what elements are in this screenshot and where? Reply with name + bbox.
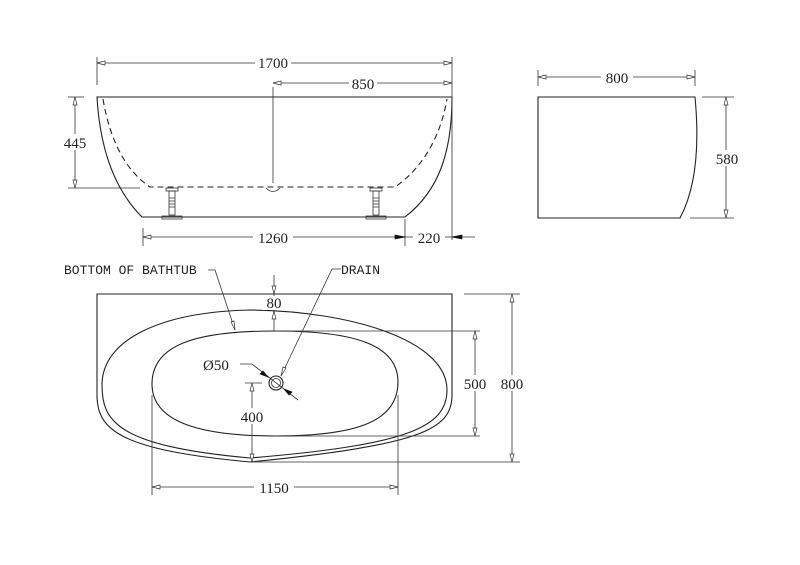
dim-rim-offset: 80 [267, 296, 282, 312]
tub-side-outline [96, 96, 453, 218]
plan-view: Ø50 BOTTOM OF BATHTUB DRAIN 80 500 800 4… [64, 263, 527, 497]
adjustable-foot-right [365, 187, 387, 220]
dim-height: 580 [716, 152, 739, 168]
drain-icon [268, 375, 284, 391]
dim-depth: 445 [64, 136, 87, 152]
label-drain: DRAIN [341, 263, 380, 278]
adjustable-foot-left [161, 187, 183, 220]
dim-width: 800 [606, 71, 629, 87]
dim-drain-offset: 400 [241, 410, 264, 426]
dim-half-length: 850 [352, 77, 375, 93]
leader-drain [280, 268, 341, 377]
label-bottom-of-bathtub: BOTTOM OF BATHTUB [64, 263, 197, 278]
tub-rim-outline [101, 309, 448, 459]
dim-overhang: 220 [418, 231, 441, 247]
dim-bottom-length: 1150 [259, 481, 288, 497]
dim-base-length: 1260 [258, 231, 288, 247]
drain-bump [265, 187, 281, 192]
dim-bottom-width: 500 [464, 377, 487, 393]
tub-bottom-outline [151, 330, 399, 437]
dim-drain-diameter: Ø50 [203, 358, 229, 374]
tub-inner-hidden-line [102, 98, 448, 188]
tub-end-outline [537, 96, 698, 219]
end-elevation: 800 580 [537, 69, 742, 219]
dim-overall-width: 800 [501, 377, 524, 393]
leader-bottom [208, 269, 236, 331]
side-elevation: 1700 850 445 1260 220 [60, 54, 475, 247]
dim-length: 1700 [258, 56, 288, 72]
